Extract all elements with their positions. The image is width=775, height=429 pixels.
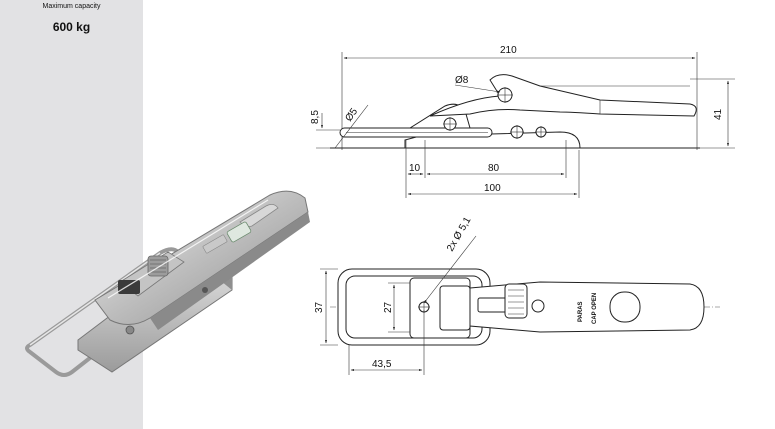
leader-dia5: [334, 104, 369, 149]
dim-41: 41: [713, 108, 724, 120]
side-view: 210 41 8,5 Ø8: [310, 45, 735, 198]
base-slot: [439, 285, 471, 331]
leader-mount-holes: [423, 235, 477, 304]
dim-37: 37: [314, 301, 325, 313]
spring-coils: [508, 289, 524, 315]
dim-2x-dia-5-1: 2x Ø 5,1: [445, 215, 474, 254]
dim-8-5: 8,5: [310, 110, 321, 124]
lever-top: [469, 281, 705, 333]
dim-10: 10: [409, 163, 421, 174]
dim-dia-8: Ø8: [455, 75, 469, 86]
toggle-latch-photo-icon: [25, 190, 310, 377]
capacity-value: 600 kg: [52, 20, 91, 34]
dim-100: 100: [484, 183, 501, 194]
dim-80: 80: [488, 163, 500, 174]
top-view: PARAS CAP OPEN 2x Ø 5,1 37 27 43,5: [314, 215, 720, 375]
capacity-label: Maximum capacity: [42, 3, 101, 10]
label-product: CAP OPEN: [592, 293, 598, 324]
dim-43-5: 43,5: [372, 359, 392, 370]
dim-27: 27: [383, 301, 394, 313]
label-brand: PARAS: [578, 301, 584, 322]
leader-dia8: [454, 84, 501, 93]
lever-slot: [609, 291, 641, 323]
spring: [504, 283, 528, 319]
dim-210: 210: [500, 45, 517, 56]
spring-pivot: [531, 299, 545, 313]
lever: [429, 74, 697, 117]
dim-dia-5: Ø5: [343, 106, 360, 124]
